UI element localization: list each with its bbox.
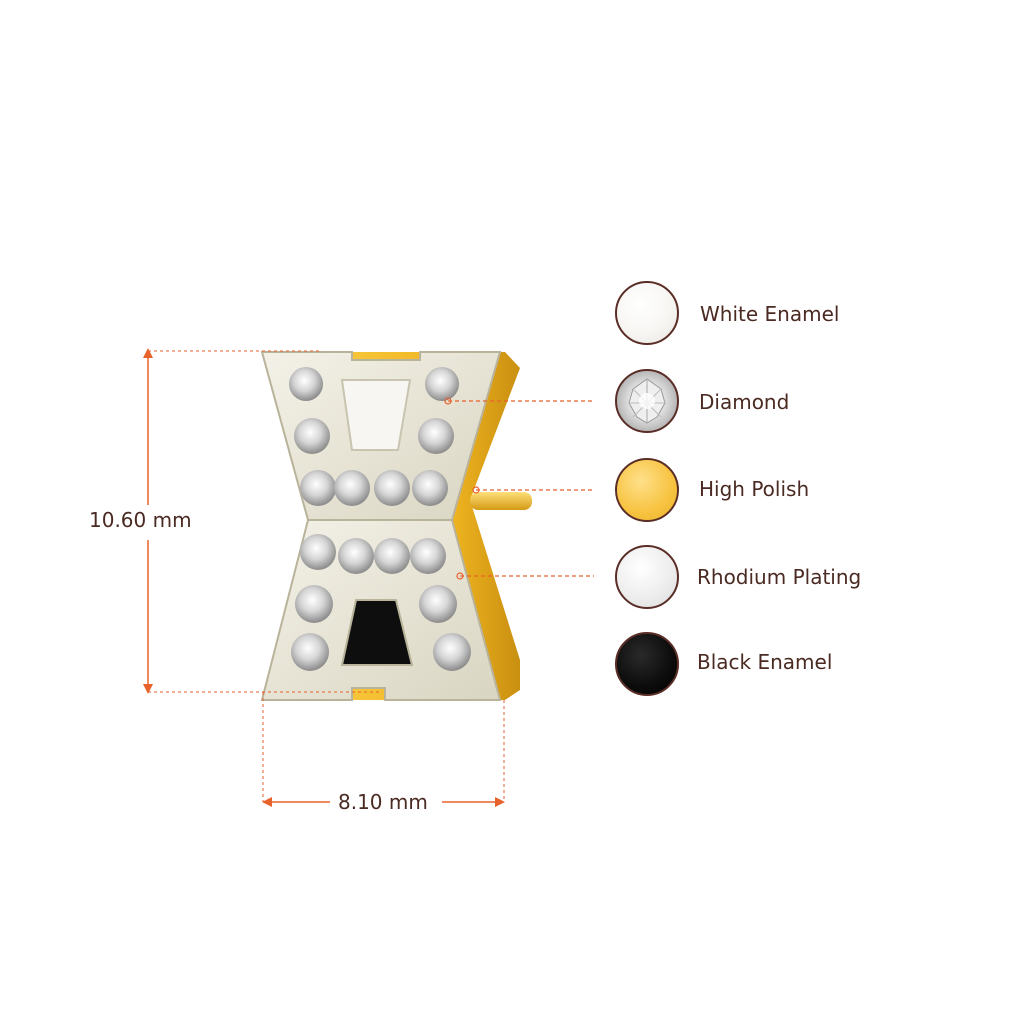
legend-black-enamel: Black Enamel xyxy=(697,650,833,674)
white-enamel-swatch xyxy=(615,281,679,345)
diamonds-upper xyxy=(289,367,459,506)
width-label: 8.10 mm xyxy=(338,790,428,814)
height-dimension xyxy=(143,348,380,694)
legend-rhodium-plating: Rhodium Plating xyxy=(697,565,862,589)
legend-diamond: Diamond xyxy=(699,390,790,414)
legend-white-enamel: White Enamel xyxy=(700,302,840,326)
leader-lines xyxy=(448,400,594,577)
stud-pin xyxy=(470,492,532,510)
legend-high-polish: High Polish xyxy=(699,477,810,501)
diamond-swatch xyxy=(615,369,679,433)
white-enamel-insert xyxy=(340,379,412,451)
height-label: 10.60 mm xyxy=(89,508,192,532)
leader-dots xyxy=(444,397,480,580)
diamond-icon xyxy=(628,378,666,424)
diamonds-lower xyxy=(291,534,471,671)
rhodium-plating-swatch xyxy=(615,545,679,609)
black-enamel-swatch xyxy=(615,632,679,696)
black-enamel-insert xyxy=(340,599,414,666)
high-polish-swatch xyxy=(615,458,679,522)
width-dimension xyxy=(262,692,505,807)
